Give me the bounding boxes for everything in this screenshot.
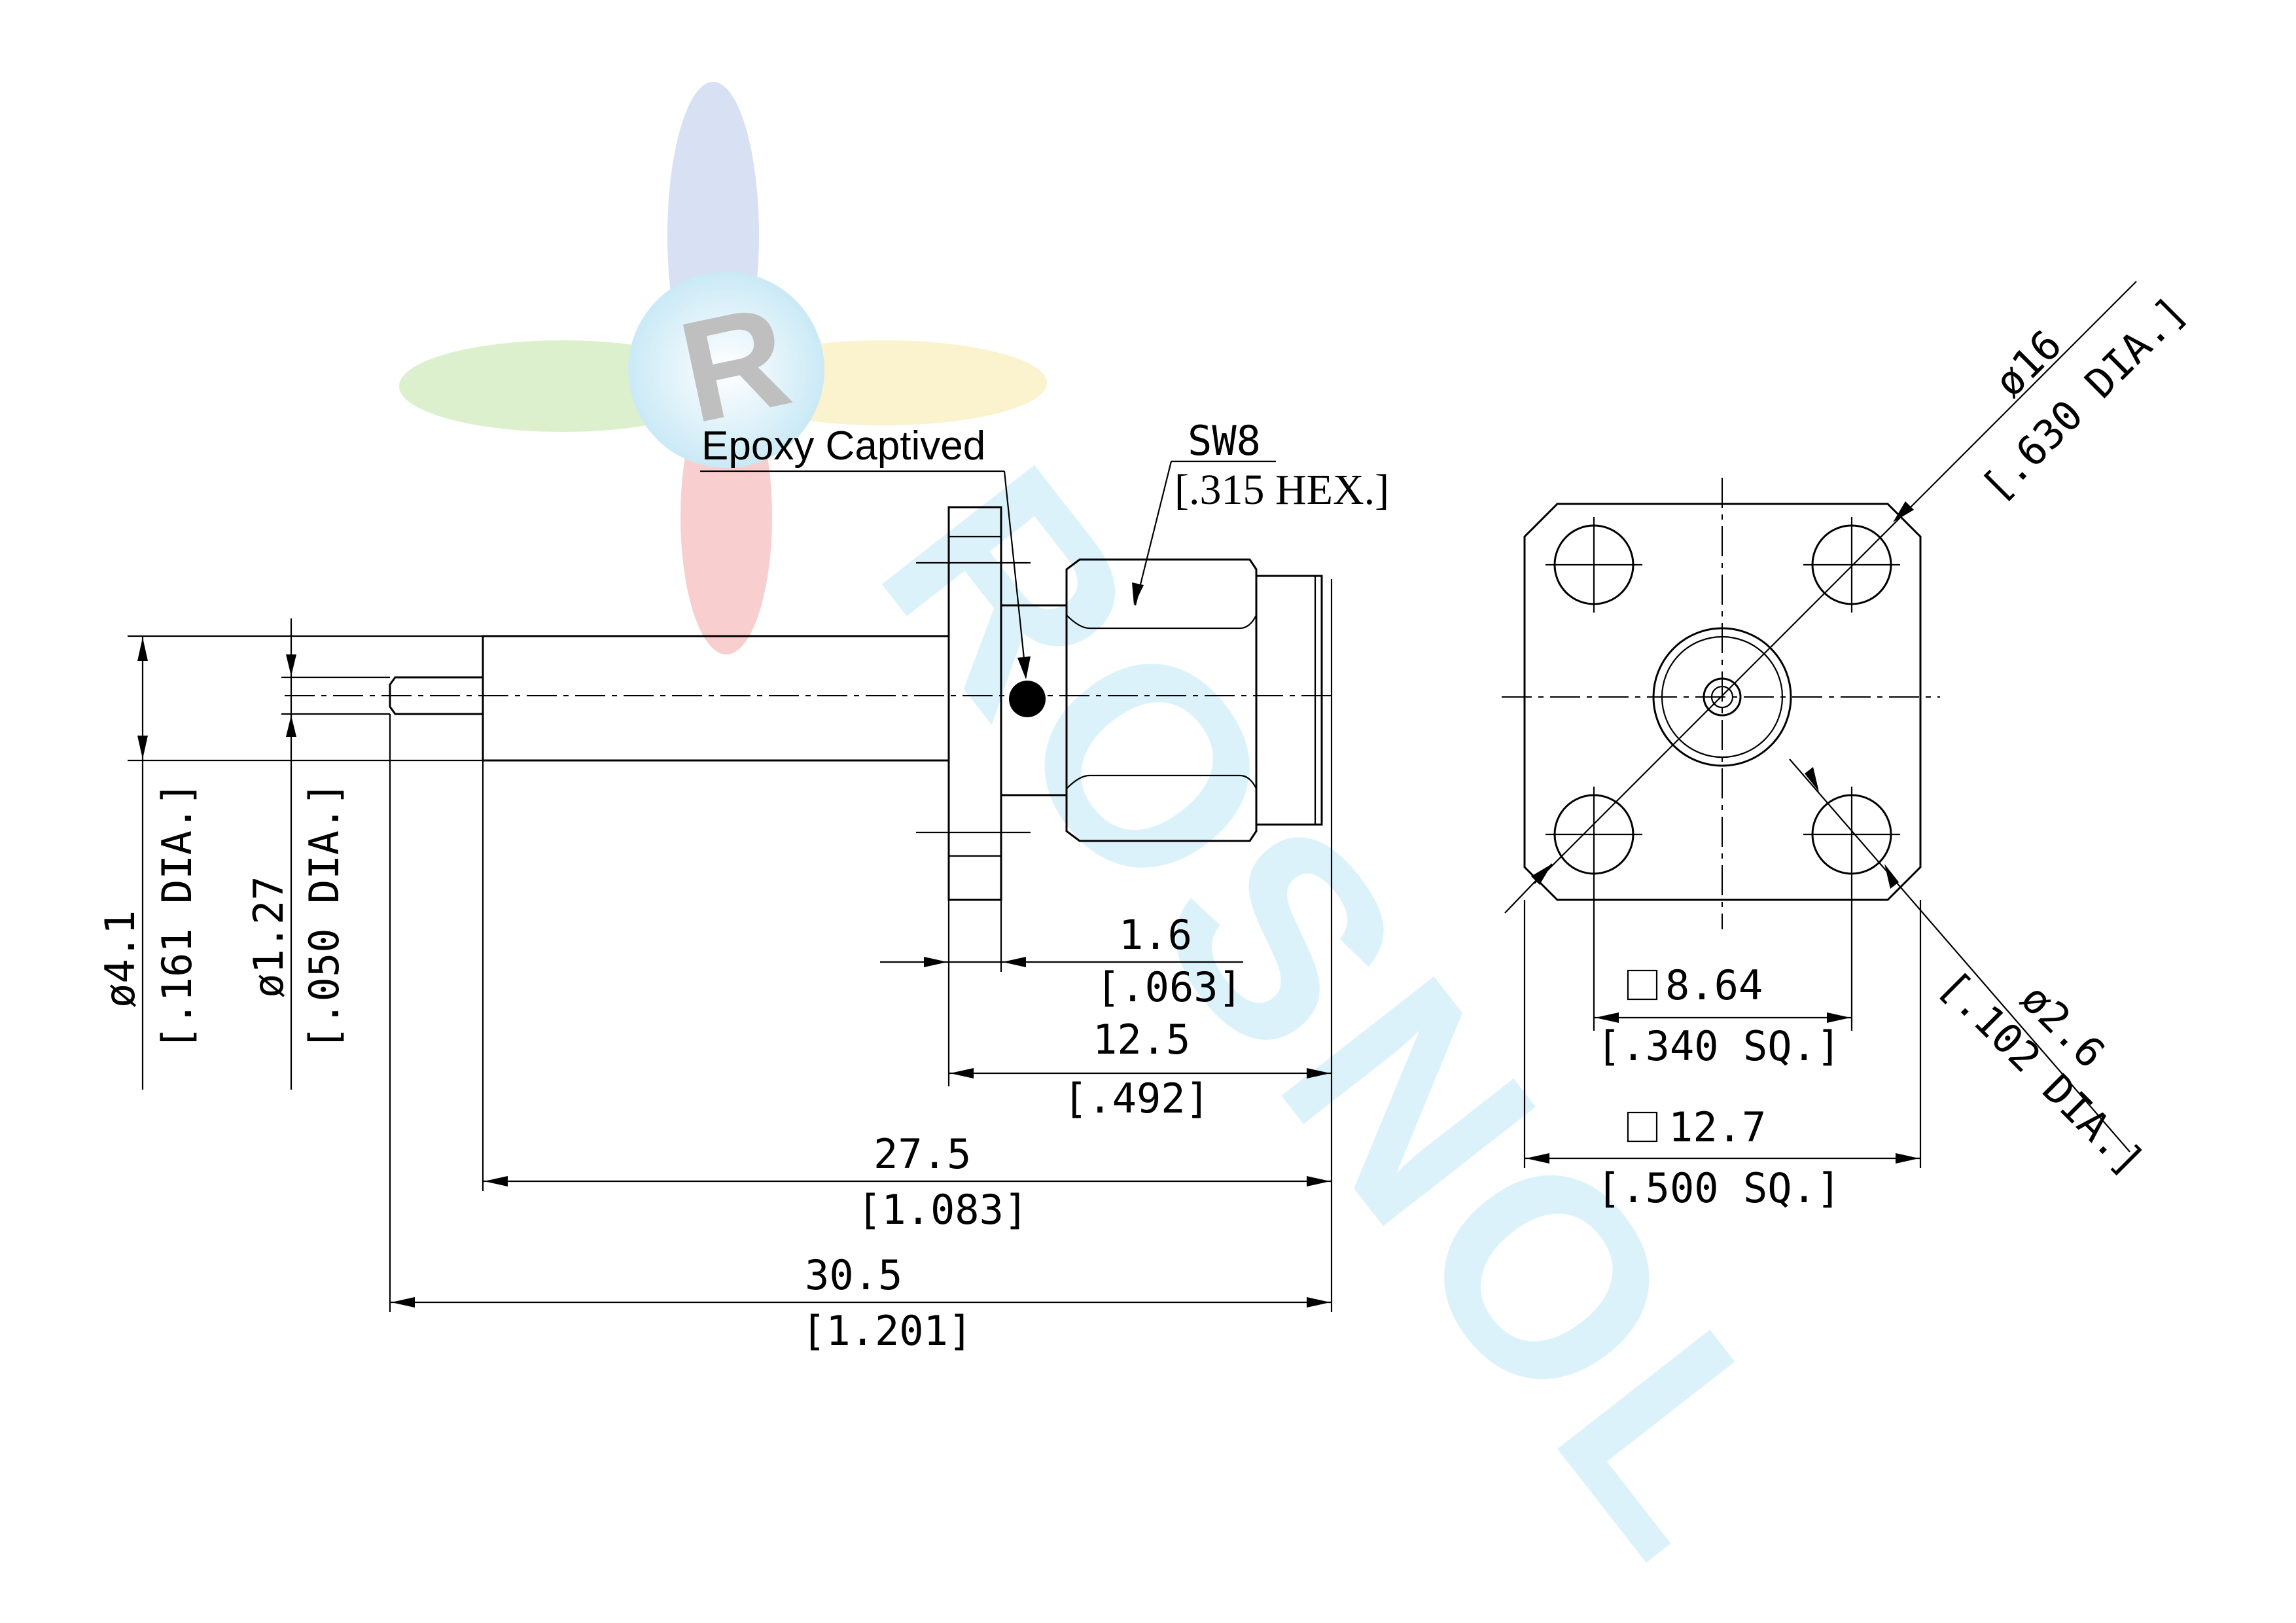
arrow-27-5-left bbox=[484, 1176, 508, 1186]
dia-hole-arrow-top bbox=[1805, 767, 1819, 792]
epoxy-arrowhead bbox=[1017, 656, 1031, 679]
arrow-30-5-left bbox=[391, 1297, 415, 1308]
pin-outline bbox=[389, 676, 483, 715]
dia16-arrow bbox=[1893, 501, 1914, 522]
sw-label: SW8 bbox=[1188, 417, 1261, 465]
brand-watermark: R ROSNOL bbox=[399, 82, 1860, 1617]
dia-hole-leader bbox=[1789, 758, 2130, 1152]
dim-27-5-label-inch: [1.083] bbox=[857, 1186, 1028, 1234]
arrow-12-7-left bbox=[1526, 1153, 1549, 1164]
flange-sq-label: 12.7 bbox=[1669, 1103, 1766, 1151]
dia16-label-inch: [.630 DIA.] bbox=[1972, 287, 2196, 511]
dia-hole-arrow-bottom bbox=[1884, 864, 1899, 889]
hex-label: [.315 HEX.] bbox=[1174, 466, 1389, 514]
arrow-8-64-left bbox=[1595, 1012, 1619, 1023]
dim-27-5-label: 27.5 bbox=[874, 1130, 971, 1178]
epoxy-label: Epoxy Captived bbox=[701, 423, 985, 469]
center-pin-outer bbox=[1703, 677, 1742, 717]
arrow-pin-dia-top bbox=[286, 654, 296, 676]
flange-sq-label-inch: [.500 SQ.] bbox=[1597, 1164, 1841, 1212]
hex-nut bbox=[1065, 558, 1258, 842]
pin-dia-label-inch: [.050 DIA.] bbox=[300, 781, 348, 1050]
pin-dia-label: ø1.27 bbox=[245, 876, 292, 998]
square-symbol-small bbox=[1627, 969, 1658, 1001]
sw-leader bbox=[1134, 461, 1173, 606]
arrow-27-5-right bbox=[1307, 1176, 1330, 1186]
hole-sq-label: 8.64 bbox=[1665, 961, 1763, 1009]
hex-nut-chamfer-lower bbox=[1066, 774, 1257, 789]
arrow-flange-t-right bbox=[1002, 957, 1026, 967]
center-inner-ring bbox=[1661, 635, 1784, 758]
sw-arrowhead bbox=[1132, 582, 1144, 605]
dim-12-5-label: 12.5 bbox=[1093, 1016, 1190, 1063]
rear-body bbox=[1255, 575, 1323, 826]
arrow-body-dia-bottom bbox=[137, 736, 148, 759]
center-pin-inner bbox=[1710, 685, 1734, 709]
watermark-brand-text: ROSNOL bbox=[823, 413, 1860, 1617]
arrow-30-5-right bbox=[1307, 1297, 1330, 1308]
square-symbol-large bbox=[1627, 1111, 1658, 1143]
hex-nut-chamfer bbox=[1066, 615, 1257, 630]
flange-thickness-label: 1.6 bbox=[1119, 911, 1192, 959]
arrow-pin-dia-bottom bbox=[286, 715, 296, 737]
body-dia-label: ø4.1 bbox=[96, 910, 144, 1008]
hole-sq-label-inch: [.340 SQ.] bbox=[1597, 1022, 1841, 1070]
epoxy-dot bbox=[1009, 681, 1046, 717]
arrow-12-5-right bbox=[1307, 1068, 1330, 1079]
arrow-body-dia-top bbox=[137, 637, 148, 661]
center-outer-ring bbox=[1652, 627, 1792, 767]
dim-12-5-label-inch: [.492] bbox=[1063, 1075, 1210, 1122]
arrow-8-64-right bbox=[1827, 1012, 1850, 1023]
arrow-12-5-left bbox=[950, 1068, 974, 1079]
arrow-12-7-right bbox=[1896, 1153, 1919, 1164]
dim-30-5-label-inch: [1.201] bbox=[802, 1307, 972, 1355]
flange-thickness-label-inch: [.063] bbox=[1096, 963, 1243, 1011]
body-dia-label-inch: [.161 DIA.] bbox=[153, 781, 201, 1050]
front-view: ø16 [.630 DIA.] ø2.6 [.102 DIA.] 8.64 [.… bbox=[1502, 281, 2196, 1212]
side-view: Epoxy Captived SW8 [.315 HEX.] ø4.1 [.16… bbox=[96, 417, 1389, 1355]
arrow-flange-t-left bbox=[924, 957, 947, 967]
dia16-ext bbox=[1504, 863, 1553, 914]
epoxy-leader bbox=[1003, 471, 1027, 678]
dim-30-5-label: 30.5 bbox=[805, 1251, 902, 1299]
watermark-ring bbox=[628, 272, 824, 468]
dia16-leader bbox=[1534, 281, 2137, 884]
